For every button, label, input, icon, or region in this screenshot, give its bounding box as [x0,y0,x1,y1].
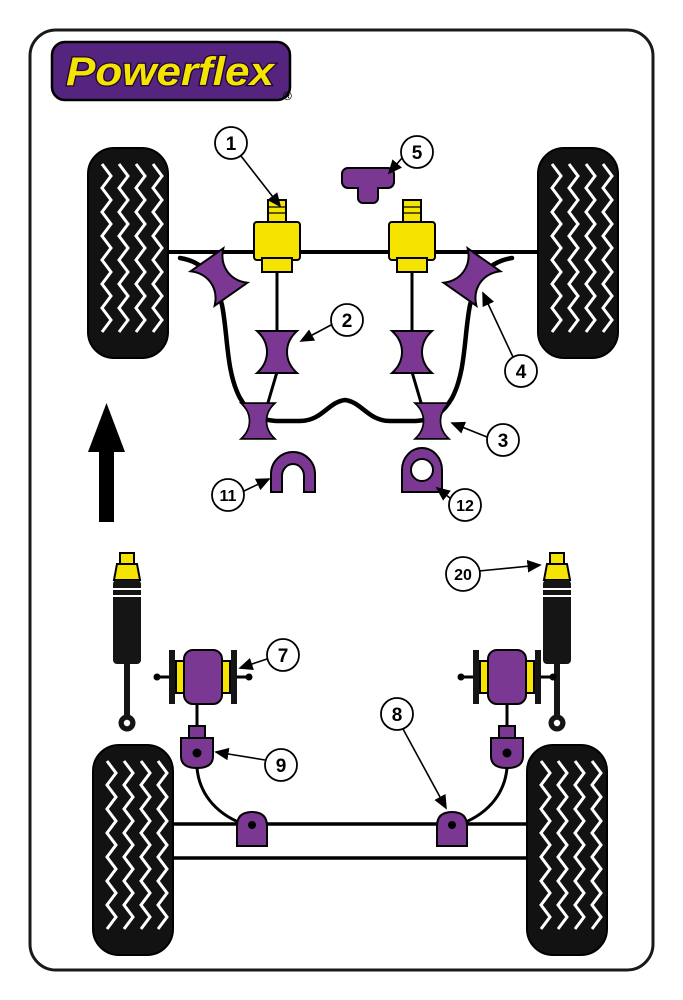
rear-right-tire [525,743,609,957]
callout-12-number: 12 [456,498,474,515]
callout-9-number: 9 [276,756,287,777]
callout-12: 12 [435,486,482,522]
anti-roll-bar [177,255,515,424]
callout-5-number: 5 [412,143,423,164]
callout-3-number: 3 [498,431,509,452]
callout-1: 1 [214,126,282,208]
callout-3: 3 [450,421,520,457]
direction-of-travel-arrow [88,403,125,522]
front-left-tire [86,146,170,360]
rear-suspension-diagram: 20 7 9 8 [91,552,609,957]
callout-8-number: 8 [392,705,403,726]
logo-background [50,40,292,102]
callout-2-number: 2 [342,311,353,332]
registered-trademark: ® [283,89,292,103]
callout-4: 4 [482,291,538,388]
callout-8: 8 [380,697,447,810]
callout-7: 7 [238,638,300,672]
arb-clamp-left [270,451,316,493]
callout-2: 2 [299,303,364,342]
powerflex-logo: Powerflex ® [50,40,292,103]
callout-1-number: 1 [226,134,237,155]
front-right-tire [536,146,620,360]
right-arm-lower [459,766,509,826]
beam-mount-right [436,811,468,847]
callout-20: 20 [445,556,542,592]
logo-text: Powerflex [66,50,276,94]
engine-mount-right [388,199,436,273]
arb-clamp-right [401,447,443,493]
left-arm-lower [195,766,245,826]
callout-11-number: 11 [220,488,237,505]
callout-7-number: 7 [278,646,289,667]
callout-9: 9 [214,747,298,782]
rear-left-tire [91,743,175,957]
left-drop-link-lower [265,370,279,408]
callout-11: 11 [211,478,271,512]
right-drop-link-lower [410,370,424,408]
beam-mount-left [236,811,268,847]
callout-5: 5 [387,135,434,175]
front-suspension-diagram: 1 5 2 4 3 11 12 [86,126,620,522]
callout-20-number: 20 [454,567,472,584]
callout-4-number: 4 [516,362,527,383]
small-purple-mount [341,167,395,204]
